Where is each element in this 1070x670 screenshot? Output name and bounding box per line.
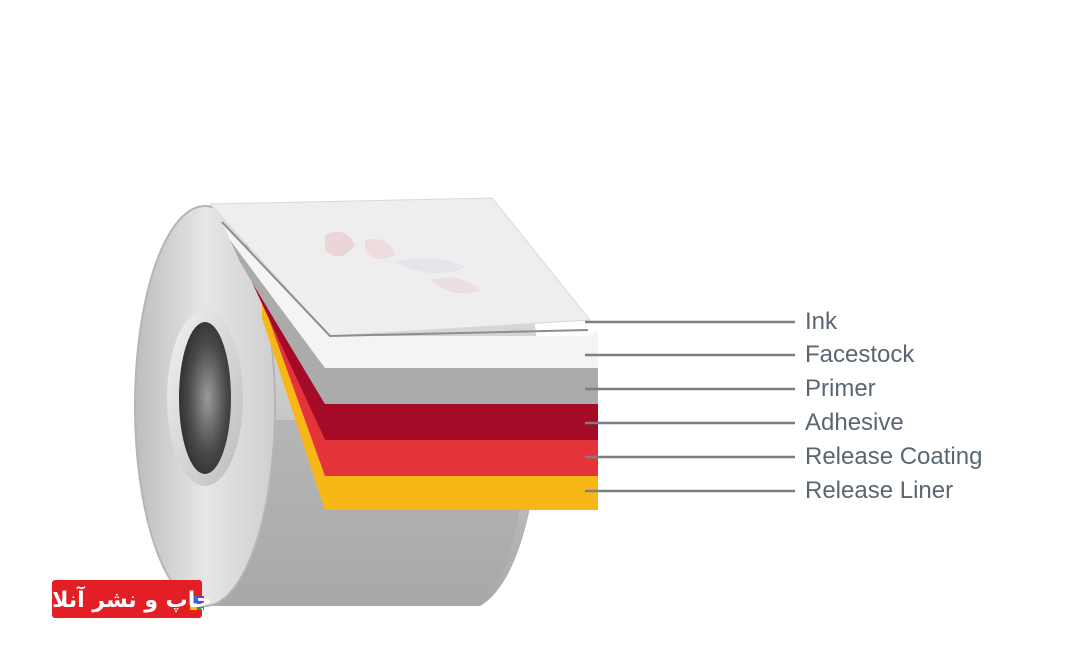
label-primer: Primer [805, 375, 876, 402]
label-release-liner: Release Liner [805, 477, 953, 504]
release-liner-strip [262, 300, 598, 510]
label-facestock: Facestock [805, 341, 915, 368]
facestock-strip [222, 222, 598, 368]
ink-sheet [208, 197, 591, 337]
label-release-coating: Release Coating [805, 443, 982, 470]
ink-sheet-edge [221, 221, 589, 338]
logo-text: چاپ و نشر آنلاین [24, 585, 212, 613]
label-ink: Ink [805, 308, 838, 335]
color-swatch-icon [190, 596, 204, 610]
leader-lines [585, 320, 795, 493]
primer-strip [230, 240, 598, 404]
printed-artwork [325, 231, 480, 294]
site-logo: چاپ و نشر آنلاین [24, 580, 212, 618]
label-adhesive: Adhesive [805, 409, 904, 436]
roll-core-hole [179, 322, 231, 474]
adhesive-strip [240, 262, 598, 440]
release-coating-strip [252, 282, 598, 476]
logo-background [52, 580, 202, 618]
